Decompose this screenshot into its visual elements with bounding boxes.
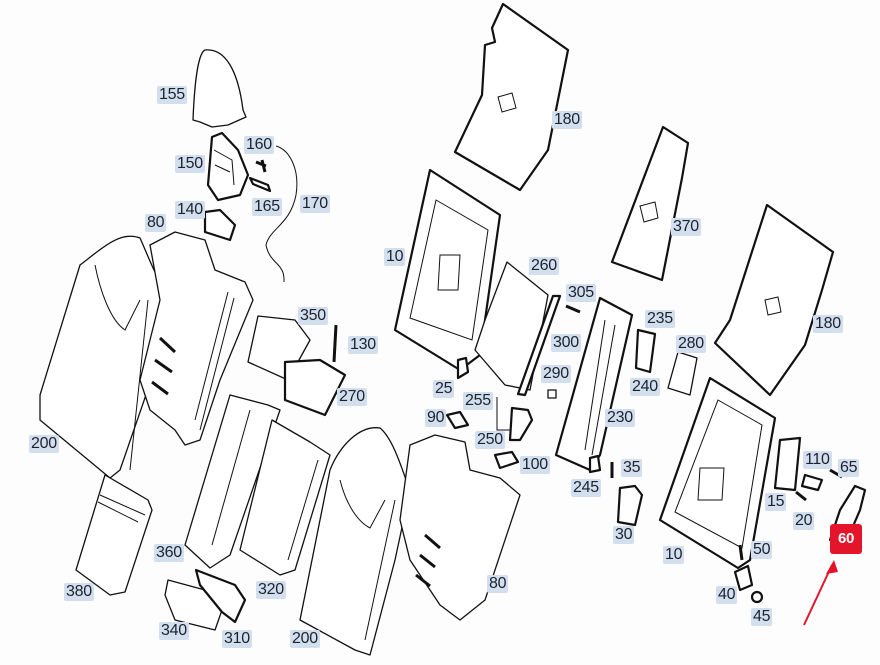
part-290-screw [547, 389, 557, 399]
part-label-10[interactable]: 10 [384, 248, 406, 266]
part-label-65[interactable]: 65 [838, 459, 860, 477]
part-label-45[interactable]: 45 [751, 608, 773, 626]
part-label-370[interactable]: 370 [671, 218, 701, 236]
part-label-235[interactable]: 235 [645, 310, 675, 328]
part-305-screw [565, 304, 581, 314]
part-310-bracket [194, 568, 247, 624]
part-label-170[interactable]: 170 [300, 195, 330, 213]
part-25-clip [456, 356, 470, 380]
part-label-165[interactable]: 165 [252, 198, 282, 216]
part-200-cover-center [299, 427, 411, 656]
part-label-150[interactable]: 150 [175, 155, 205, 173]
part-label-200[interactable]: 200 [29, 435, 59, 453]
part-50-screw [738, 544, 744, 561]
part-label-40[interactable]: 40 [716, 586, 738, 604]
part-170-cable [265, 145, 298, 283]
part-180-panel-right [713, 203, 835, 397]
part-label-20[interactable]: 20 [793, 512, 815, 530]
part-300-rail [516, 294, 562, 397]
part-label-130[interactable]: 130 [348, 336, 378, 354]
part-label-290[interactable]: 290 [541, 365, 571, 383]
part-label-110[interactable]: 110 [803, 451, 832, 469]
part-label-10[interactable]: 10 [663, 546, 685, 564]
part-label-250[interactable]: 250 [475, 431, 505, 449]
part-280-plate [667, 351, 698, 396]
part-label-180[interactable]: 180 [552, 111, 582, 129]
part-label-310[interactable]: 310 [222, 630, 252, 648]
part-label-380[interactable]: 380 [64, 583, 94, 601]
part-label-15[interactable]: 15 [765, 493, 787, 511]
part-label-80[interactable]: 80 [145, 214, 167, 232]
part-15-latch [773, 436, 802, 492]
part-235-lock [634, 328, 657, 374]
part-40-bracket [733, 564, 754, 592]
part-150-headrest-frame [206, 131, 250, 202]
part-360-center-cushion [184, 394, 281, 569]
part-380-armrest [75, 474, 153, 596]
part-45-nut [750, 590, 764, 604]
part-label-30[interactable]: 30 [613, 526, 635, 544]
part-label-240[interactable]: 240 [630, 378, 660, 396]
part-label-50[interactable]: 50 [751, 541, 773, 559]
part-label-140[interactable]: 140 [175, 201, 205, 219]
part-label-280[interactable]: 280 [676, 335, 706, 353]
part-250-lever [508, 406, 534, 442]
part-130-bolt [332, 324, 338, 363]
part-label-180[interactable]: 180 [813, 315, 843, 333]
part-label-360[interactable]: 360 [154, 544, 184, 562]
part-320-panel [239, 419, 331, 576]
part-140-guide [203, 208, 237, 242]
part-label-35[interactable]: 35 [621, 459, 643, 477]
part-10-frame-right [658, 376, 777, 570]
part-180-panel-top [453, 2, 570, 192]
part-245-clip [588, 454, 602, 474]
part-label-350[interactable]: 350 [298, 307, 328, 325]
part-80-bolster-left [139, 231, 254, 446]
part-label-340[interactable]: 340 [159, 622, 189, 640]
part-label-200[interactable]: 200 [290, 630, 320, 648]
part-label-80[interactable]: 80 [487, 575, 509, 593]
part-label-245[interactable]: 245 [571, 479, 601, 497]
part-110-clip [800, 473, 824, 492]
part-100-cap [493, 450, 520, 470]
part-label-100[interactable]: 100 [520, 456, 550, 474]
part-180-clip-top [497, 92, 517, 113]
part-80-bolster-center [399, 434, 521, 621]
part-label-270[interactable]: 270 [337, 388, 367, 406]
part-255-screw [496, 397, 510, 431]
part-label-260[interactable]: 260 [529, 257, 559, 275]
part-label-160[interactable]: 160 [244, 136, 274, 154]
part-30-hinge [616, 484, 644, 527]
part-label-320[interactable]: 320 [256, 581, 286, 599]
part-label-60-highlighted[interactable]: 60 [830, 524, 863, 554]
part-155-headrest-cover [192, 49, 247, 128]
part-label-255[interactable]: 255 [463, 392, 493, 410]
part-20-bolt [795, 490, 807, 502]
part-10-frame-left [393, 168, 502, 372]
part-label-230[interactable]: 230 [605, 409, 635, 427]
part-165-clip [248, 176, 272, 193]
part-160-pin [255, 159, 267, 173]
part-label-25[interactable]: 25 [433, 380, 455, 398]
part-label-305[interactable]: 305 [566, 284, 596, 302]
part-90-cap [445, 410, 470, 430]
part-label-155[interactable]: 155 [157, 86, 187, 104]
part-label-300[interactable]: 300 [551, 334, 581, 352]
part-label-90[interactable]: 90 [425, 409, 447, 427]
part-270-bracket [283, 358, 347, 417]
